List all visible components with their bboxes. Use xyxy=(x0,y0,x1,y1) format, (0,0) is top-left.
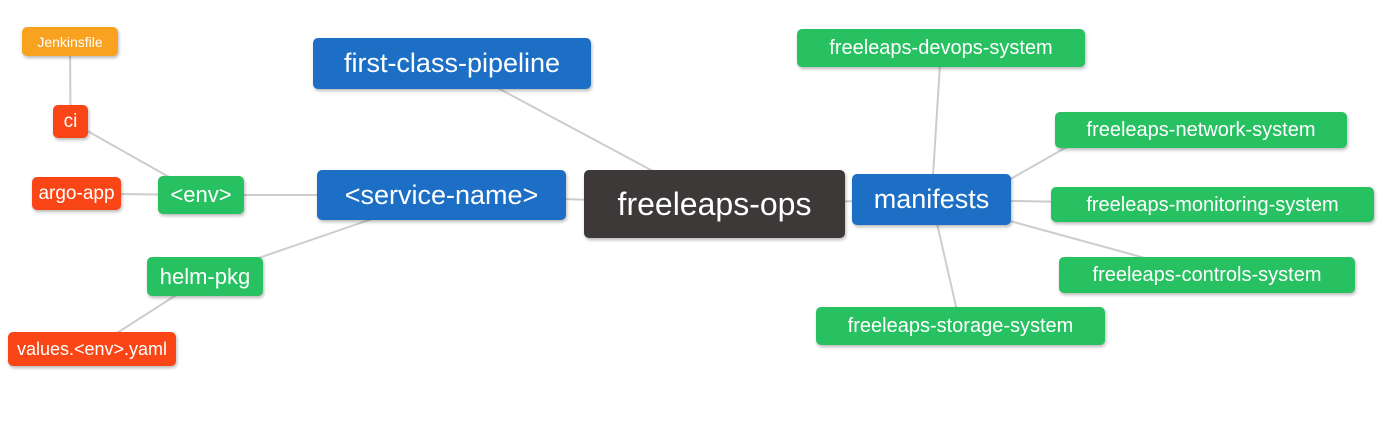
node-manifests[interactable]: manifests xyxy=(852,174,1011,225)
node-first-class-pipeline[interactable]: first-class-pipeline xyxy=(313,38,591,89)
node-freeleaps-network-system[interactable]: freeleaps-network-system xyxy=(1055,112,1347,148)
node-argo-app[interactable]: argo-app xyxy=(32,177,121,210)
node-freeleaps-storage-system[interactable]: freeleaps-storage-system xyxy=(816,307,1105,345)
edge-manifests-to-freeleaps-network-system xyxy=(999,143,1073,186)
node-values-env-yaml[interactable]: values.<env>.yaml xyxy=(8,332,176,366)
node-env[interactable]: <env> xyxy=(158,176,244,214)
node-freeleaps-devops-system[interactable]: freeleaps-devops-system xyxy=(797,29,1085,67)
node-ci[interactable]: ci xyxy=(53,105,88,138)
node-freeleaps-ops[interactable]: freeleaps-ops xyxy=(584,170,845,238)
node-freeleaps-controls-system[interactable]: freeleaps-controls-system xyxy=(1059,257,1355,293)
node-freeleaps-monitoring-system[interactable]: freeleaps-monitoring-system xyxy=(1051,187,1374,222)
node-jenkinsfile[interactable]: Jenkinsfile xyxy=(22,27,118,56)
node-service-name[interactable]: <service-name> xyxy=(317,170,566,220)
node-helm-pkg[interactable]: helm-pkg xyxy=(147,257,263,296)
